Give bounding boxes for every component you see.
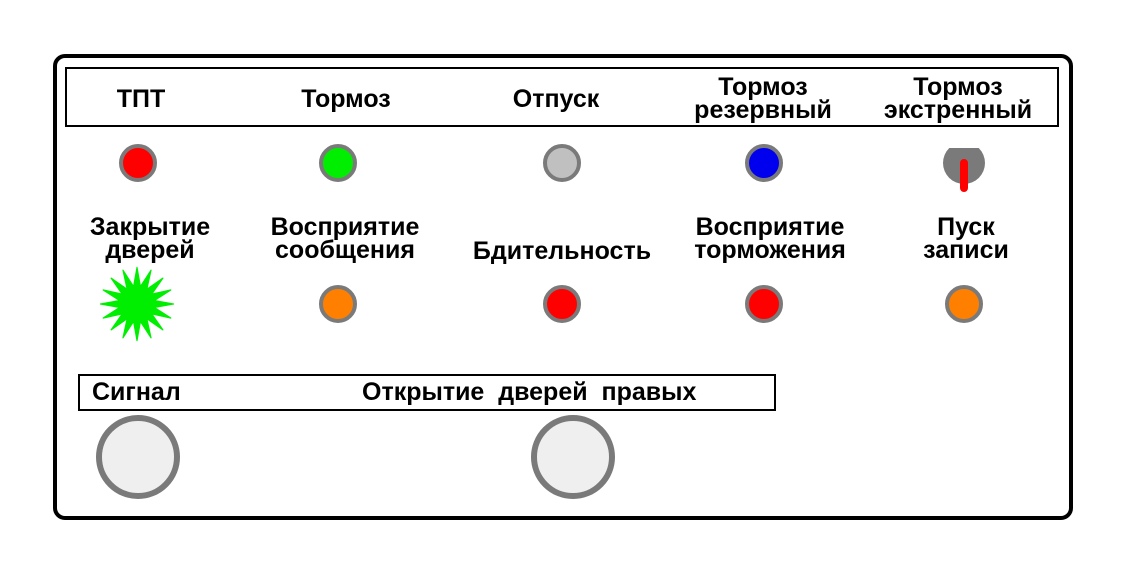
label-release: Отпуск: [512, 85, 600, 113]
open-right-doors-button[interactable]: [531, 415, 615, 499]
label-start-recording: Пуск записи: [923, 213, 1009, 264]
door-closing-blinking-lamp[interactable]: [97, 264, 177, 344]
blink-star-icon: [99, 266, 175, 342]
label-door-closing: Закрытие дверей: [89, 213, 211, 264]
toggle-switch-icon: [943, 142, 985, 192]
label-reserve-brake: Тормоз резервный: [694, 73, 832, 124]
tpt-indicator-lamp[interactable]: [119, 144, 157, 182]
signal-button[interactable]: [96, 415, 180, 499]
bottom-label-frame: [78, 374, 776, 411]
reserve-brake-indicator-lamp[interactable]: [745, 144, 783, 182]
label-signal: Сигнал: [92, 378, 181, 406]
brake-indicator-lamp[interactable]: [319, 144, 357, 182]
braking-ack-indicator-lamp[interactable]: [745, 285, 783, 323]
start-recording-indicator-lamp[interactable]: [945, 285, 983, 323]
label-vigilance: Бдительность: [472, 237, 652, 265]
vigilance-indicator-lamp[interactable]: [543, 285, 581, 323]
label-emergency-brake: Тормоз экстренный: [883, 73, 1033, 124]
release-indicator-lamp[interactable]: [543, 144, 581, 182]
emergency-brake-toggle-switch[interactable]: [940, 142, 988, 196]
label-tpt: ТПТ: [116, 85, 166, 113]
label-open-right-doors: Открытие дверей правых: [362, 378, 697, 406]
label-message-ack: Восприятие сообщения: [270, 213, 420, 264]
top-label-frame: [65, 67, 1059, 127]
message-ack-indicator-lamp[interactable]: [319, 285, 357, 323]
label-braking-ack: Восприятие торможения: [694, 213, 846, 264]
label-brake: Тормоз: [301, 85, 391, 113]
